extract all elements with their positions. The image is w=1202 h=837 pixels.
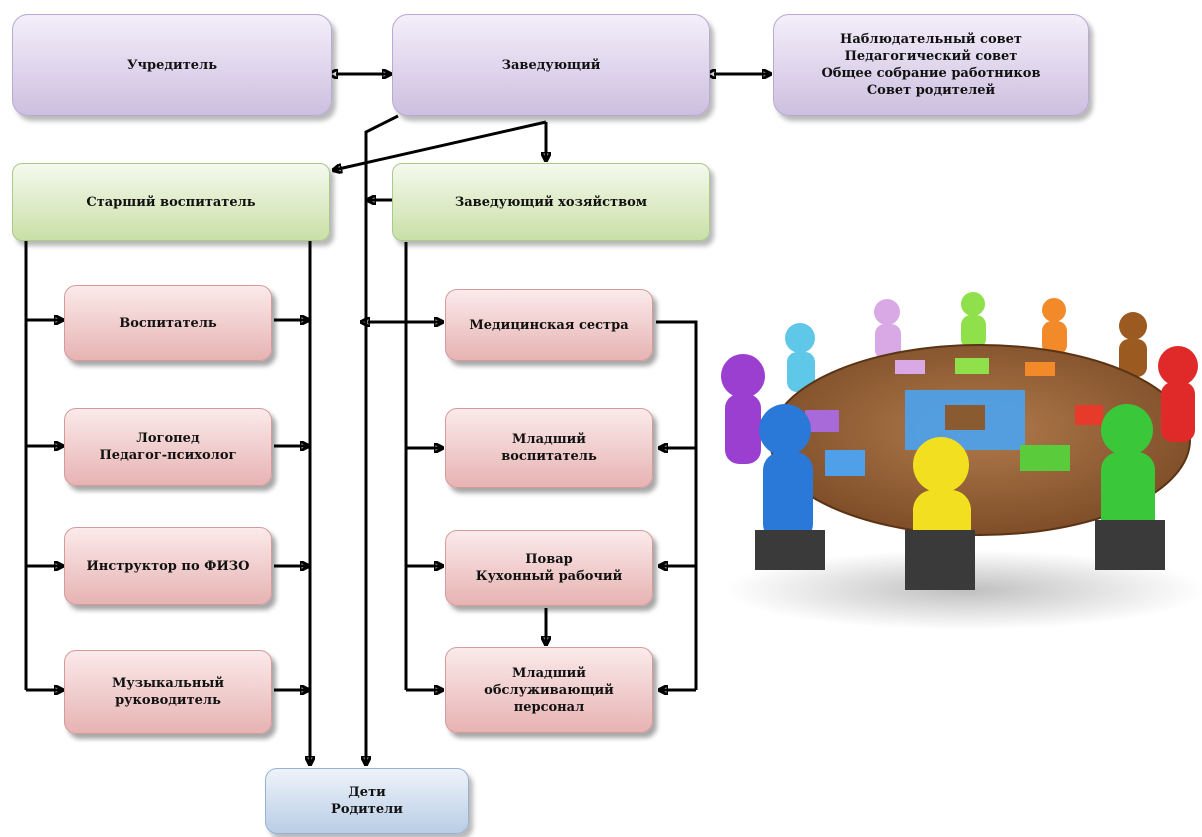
figure-back-lime bbox=[961, 292, 986, 349]
senior-educator-label: Старший воспитатель bbox=[86, 194, 256, 210]
node-councils: Наблюдательный совет Педагогический сове… bbox=[773, 14, 1089, 116]
node-head-label: Заведующий bbox=[501, 57, 601, 73]
councils-line-4: Совет родителей bbox=[866, 83, 996, 98]
councils-line-3: Общее собрание работников bbox=[821, 66, 1041, 81]
councils-line-2: Педагогический совет bbox=[844, 49, 1018, 64]
node-speech-therapist: Логопед Педагог-психолог bbox=[64, 408, 272, 486]
service-staff-line-3: персонал bbox=[513, 699, 585, 715]
cook-line-2: Кухонный рабочий bbox=[475, 569, 623, 584]
figure-right-red bbox=[1158, 346, 1198, 442]
nurse-right-trunk bbox=[656, 320, 698, 690]
figure-back-brown bbox=[1119, 312, 1147, 377]
service-staff-line-2: обслуживающий bbox=[484, 682, 614, 698]
junior-educator-line-1: Младший bbox=[512, 432, 586, 447]
node-senior-educator: Старший воспитатель bbox=[12, 163, 330, 241]
cook-line-1: Повар bbox=[525, 552, 573, 567]
junior-educator-line-2: воспитатель bbox=[501, 449, 597, 464]
node-founder: Учредитель bbox=[12, 14, 332, 116]
music-director-line-2: руководитель bbox=[115, 693, 221, 708]
node-children-parents: Дети Родители bbox=[265, 768, 469, 834]
speech-therapist-line-2: Педагог-психолог bbox=[99, 448, 237, 463]
children-parents-line-1: Дети bbox=[348, 785, 386, 800]
node-head: Заведующий bbox=[392, 14, 710, 116]
figure-left-blue bbox=[755, 404, 825, 570]
music-director-line-1: Музыкальный bbox=[111, 676, 225, 691]
figure-back-left-cyan bbox=[785, 323, 815, 392]
node-supply-manager: Заведующий хозяйством bbox=[392, 163, 710, 241]
node-pe-instructor: Инструктор по ФИЗО bbox=[64, 527, 272, 605]
speech-therapist-line-1: Логопед bbox=[136, 431, 200, 446]
node-educator: Воспитатель bbox=[64, 285, 272, 361]
figure-back-orange bbox=[1042, 298, 1067, 355]
node-nurse: Медицинская сестра bbox=[445, 289, 653, 361]
educator-label: Воспитатель bbox=[119, 315, 217, 331]
nurse-label: Медицинская сестра bbox=[469, 317, 629, 333]
service-staff-line-1: Младший bbox=[512, 665, 586, 681]
children-parents-line-2: Родители bbox=[331, 802, 403, 817]
meeting-table-illustration bbox=[721, 292, 1202, 630]
node-music-director: Музыкальный руководитель bbox=[64, 650, 272, 734]
node-service-staff: Младший обслуживающий персонал bbox=[445, 647, 653, 733]
figure-right-green bbox=[1095, 404, 1165, 570]
node-cook: Повар Кухонный рабочий bbox=[445, 530, 653, 606]
figure-back-lilac bbox=[874, 299, 901, 360]
node-junior-educator: Младший воспитатель bbox=[445, 408, 653, 488]
figure-front-yellow bbox=[905, 437, 975, 590]
councils-line-1: Наблюдательный совет bbox=[840, 32, 1022, 47]
pe-instructor-label: Инструктор по ФИЗО bbox=[86, 558, 250, 574]
node-founder-label: Учредитель bbox=[126, 57, 218, 73]
figure-left-purple bbox=[721, 354, 765, 464]
supply-manager-label: Заведующий хозяйством bbox=[454, 194, 648, 210]
